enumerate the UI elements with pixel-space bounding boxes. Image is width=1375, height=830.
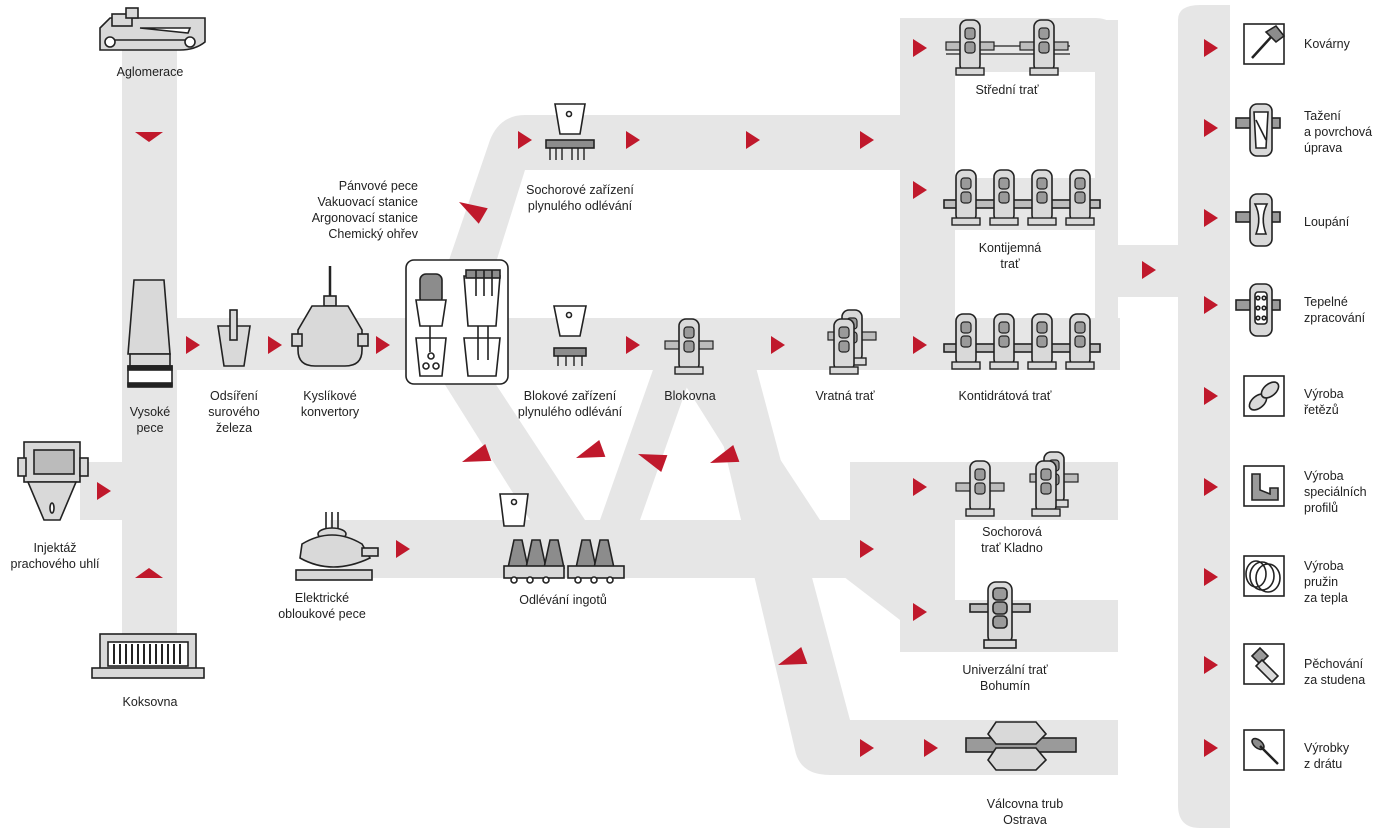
label-vratna-trat: Vratná trať <box>815 389 875 403</box>
bloom-caster-icon <box>553 305 587 366</box>
desulphurization-ladle-icon <box>217 309 251 367</box>
bolt-icon <box>1243 643 1285 685</box>
label-odlevani-ingotu: Odlévání ingotů <box>519 593 607 607</box>
flow-paths <box>80 5 1375 828</box>
blast-furnace-icon <box>127 279 173 388</box>
peeling-stand-icon <box>1235 193 1281 247</box>
hammer-icon <box>1243 23 1286 65</box>
sinter-plant-icon <box>99 7 206 51</box>
product-label-loupani: Loupání <box>1304 215 1350 229</box>
tube-mill-ostrava-icon <box>965 721 1077 771</box>
chain-icon <box>1243 375 1285 417</box>
ingot-casting-icon <box>499 493 625 584</box>
coke-oven-icon <box>91 633 205 679</box>
continuous-wire-mill-icon <box>943 313 1101 370</box>
label-kontidratova: Kontidrátová trať <box>958 389 1052 403</box>
label-aglomerace: Aglomerace <box>116 65 184 79</box>
universal-mill-bohumin-icon <box>969 581 1031 649</box>
medium-section-mill-icon <box>946 20 1070 75</box>
drawing-stand-icon <box>1235 103 1281 157</box>
billet-caster-icon <box>545 103 595 160</box>
nail-icon <box>1243 729 1285 771</box>
special-profile-icon <box>1243 465 1285 507</box>
continuous-fine-mill-icon <box>943 169 1101 226</box>
oxygen-converter-icon <box>291 266 369 367</box>
label-koksovna: Koksovna <box>122 695 178 709</box>
label-stredni-trat: Střední trať <box>975 83 1039 97</box>
spring-icon <box>1243 555 1285 597</box>
electric-arc-furnace-icon <box>295 512 379 581</box>
product-icons <box>1235 23 1286 771</box>
label-blokovna: Blokovna <box>664 389 716 403</box>
coal-injection-icon <box>17 441 89 521</box>
heat-treatment-icon <box>1235 283 1281 337</box>
product-label-kovarny: Kovárny <box>1304 37 1350 51</box>
ladle-furnace-box-icon <box>405 259 509 385</box>
